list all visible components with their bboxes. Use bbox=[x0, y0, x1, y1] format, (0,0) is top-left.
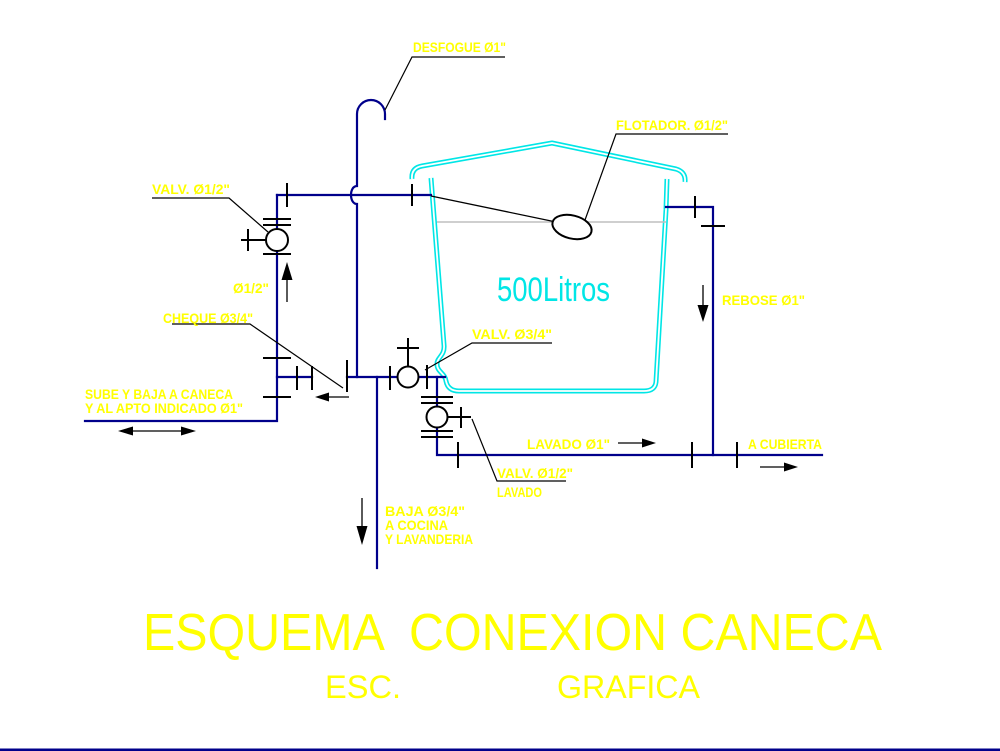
title-block: ESQUEMA CONEXION CANECA ESC. GRAFICA bbox=[143, 604, 882, 705]
label-valv-left: VALV. Ø1/2" bbox=[152, 181, 230, 197]
tank-capacity-label: 500Litros bbox=[497, 271, 610, 309]
label-lavado: LAVADO Ø1" bbox=[527, 436, 610, 452]
label-desfogue: DESFOGUE Ø1" bbox=[413, 39, 506, 55]
piping bbox=[83, 98, 824, 570]
label-valv-lavado-line2: LAVADO bbox=[497, 484, 542, 500]
desfogue-leader bbox=[384, 56, 505, 111]
washout-arrow-right bbox=[618, 438, 656, 448]
kitchen-arrow-down bbox=[356, 498, 368, 545]
label-a-cubierta: A CUBIERTA bbox=[748, 436, 822, 452]
label-sube-line1: SUBE Y BAJA A CANECA bbox=[85, 386, 233, 402]
check-valve bbox=[311, 360, 348, 392]
cubierta-arrow-right bbox=[760, 462, 798, 472]
supply-riser-pipe bbox=[83, 193, 279, 423]
label-baja-line2: A COCINA bbox=[385, 517, 448, 533]
flow-arrows bbox=[118, 262, 798, 545]
float-ball bbox=[551, 213, 593, 241]
tank-body-inner bbox=[430, 177, 668, 392]
bidirectional-arrow bbox=[118, 426, 196, 436]
tank-lid-inner bbox=[411, 142, 686, 183]
label-valv34: VALV. Ø3/4" bbox=[472, 326, 552, 342]
label-rebose: REBOSE Ø1" bbox=[722, 292, 805, 308]
scale-label: ESC. bbox=[325, 669, 401, 705]
float-arm bbox=[430, 195, 557, 223]
valve-body bbox=[265, 228, 289, 252]
washout-valve-leader bbox=[471, 418, 566, 482]
label-cheque: CHEQUE Ø3/4" bbox=[163, 310, 253, 326]
valve-left-leader bbox=[152, 197, 269, 233]
fittings bbox=[241, 183, 738, 468]
leader-lines bbox=[152, 56, 728, 482]
scale-value: GRAFICA bbox=[557, 669, 701, 705]
annotations: DESFOGUE Ø1" FLOTADOR. Ø1/2" VALV. Ø1/2"… bbox=[85, 39, 822, 547]
label-baja-line1: BAJA Ø3/4" bbox=[385, 503, 465, 519]
flow-arrow-up bbox=[281, 262, 293, 302]
drawing-title: ESQUEMA CONEXION CANECA bbox=[143, 604, 882, 662]
label-dia-half: Ø1/2" bbox=[233, 280, 269, 296]
label-baja-line3: Y LAVANDERIA bbox=[385, 531, 473, 547]
valve-body bbox=[396, 365, 420, 389]
outlet-valve bbox=[396, 338, 420, 389]
label-valv-lavado-line1: VALV. Ø1/2" bbox=[497, 465, 573, 481]
flotador-leader bbox=[584, 133, 728, 221]
label-flotador: FLOTADOR. Ø1/2" bbox=[616, 117, 728, 133]
washout-valve bbox=[425, 405, 471, 429]
tank: 500Litros bbox=[409, 140, 688, 394]
cheque-leader bbox=[172, 323, 344, 389]
sheet-bottom-border bbox=[0, 748, 1000, 751]
overflow-pipe bbox=[664, 205, 715, 457]
inlet-valve bbox=[241, 228, 289, 252]
flow-arrow-left bbox=[315, 392, 349, 402]
vent-pipe bbox=[349, 98, 387, 379]
overflow-arrow-down bbox=[697, 285, 709, 322]
label-sube-line2: Y AL APTO INDICADO Ø1" bbox=[85, 400, 243, 416]
valv34-leader bbox=[424, 342, 552, 371]
valve-body bbox=[425, 405, 449, 429]
float-assembly bbox=[430, 195, 593, 241]
